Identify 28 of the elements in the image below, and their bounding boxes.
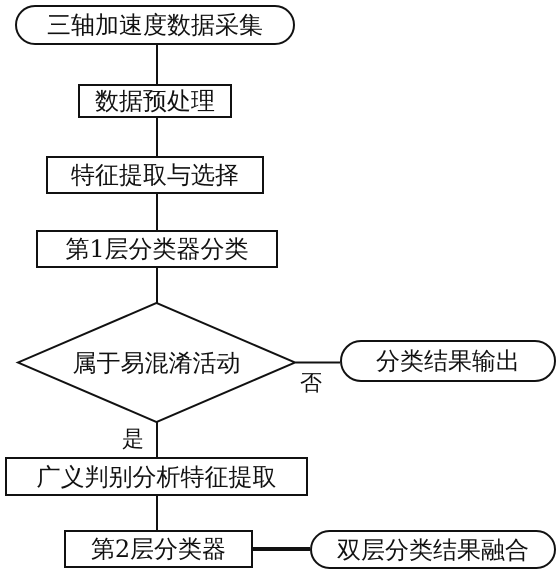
connector-line — [156, 118, 158, 156]
node-text: 第2层分类器 — [90, 534, 226, 565]
connector-line — [156, 496, 158, 530]
connector-line — [156, 45, 158, 84]
node-text: 第1层分类器分类 — [65, 234, 249, 265]
edge-label: 否 — [300, 370, 322, 398]
process-box — [36, 230, 278, 268]
connector-line — [295, 362, 340, 364]
node-text: 特征提取与选择 — [71, 160, 239, 191]
process-box — [78, 84, 232, 118]
node-text: 分类结果输出 — [376, 346, 520, 377]
connector-line — [253, 547, 310, 551]
edge-label: 是 — [122, 426, 144, 454]
process-box — [64, 530, 253, 568]
decision-diamond — [18, 303, 295, 422]
terminal-box — [15, 5, 295, 45]
connector-line — [156, 422, 158, 457]
node-text: 属于易混淆活动 — [72, 348, 240, 378]
connector-line — [156, 268, 158, 303]
node-text: 数据预处理 — [95, 86, 215, 117]
terminal-box — [310, 530, 556, 569]
process-box — [5, 457, 308, 496]
terminal-box — [340, 340, 556, 382]
connector-line — [156, 194, 158, 230]
process-box — [46, 156, 264, 194]
node-text: 三轴加速度数据采集 — [47, 10, 263, 41]
node-text: 双层分类结果融合 — [337, 534, 529, 566]
node-text: 广义判别分析特征提取 — [36, 462, 276, 492]
